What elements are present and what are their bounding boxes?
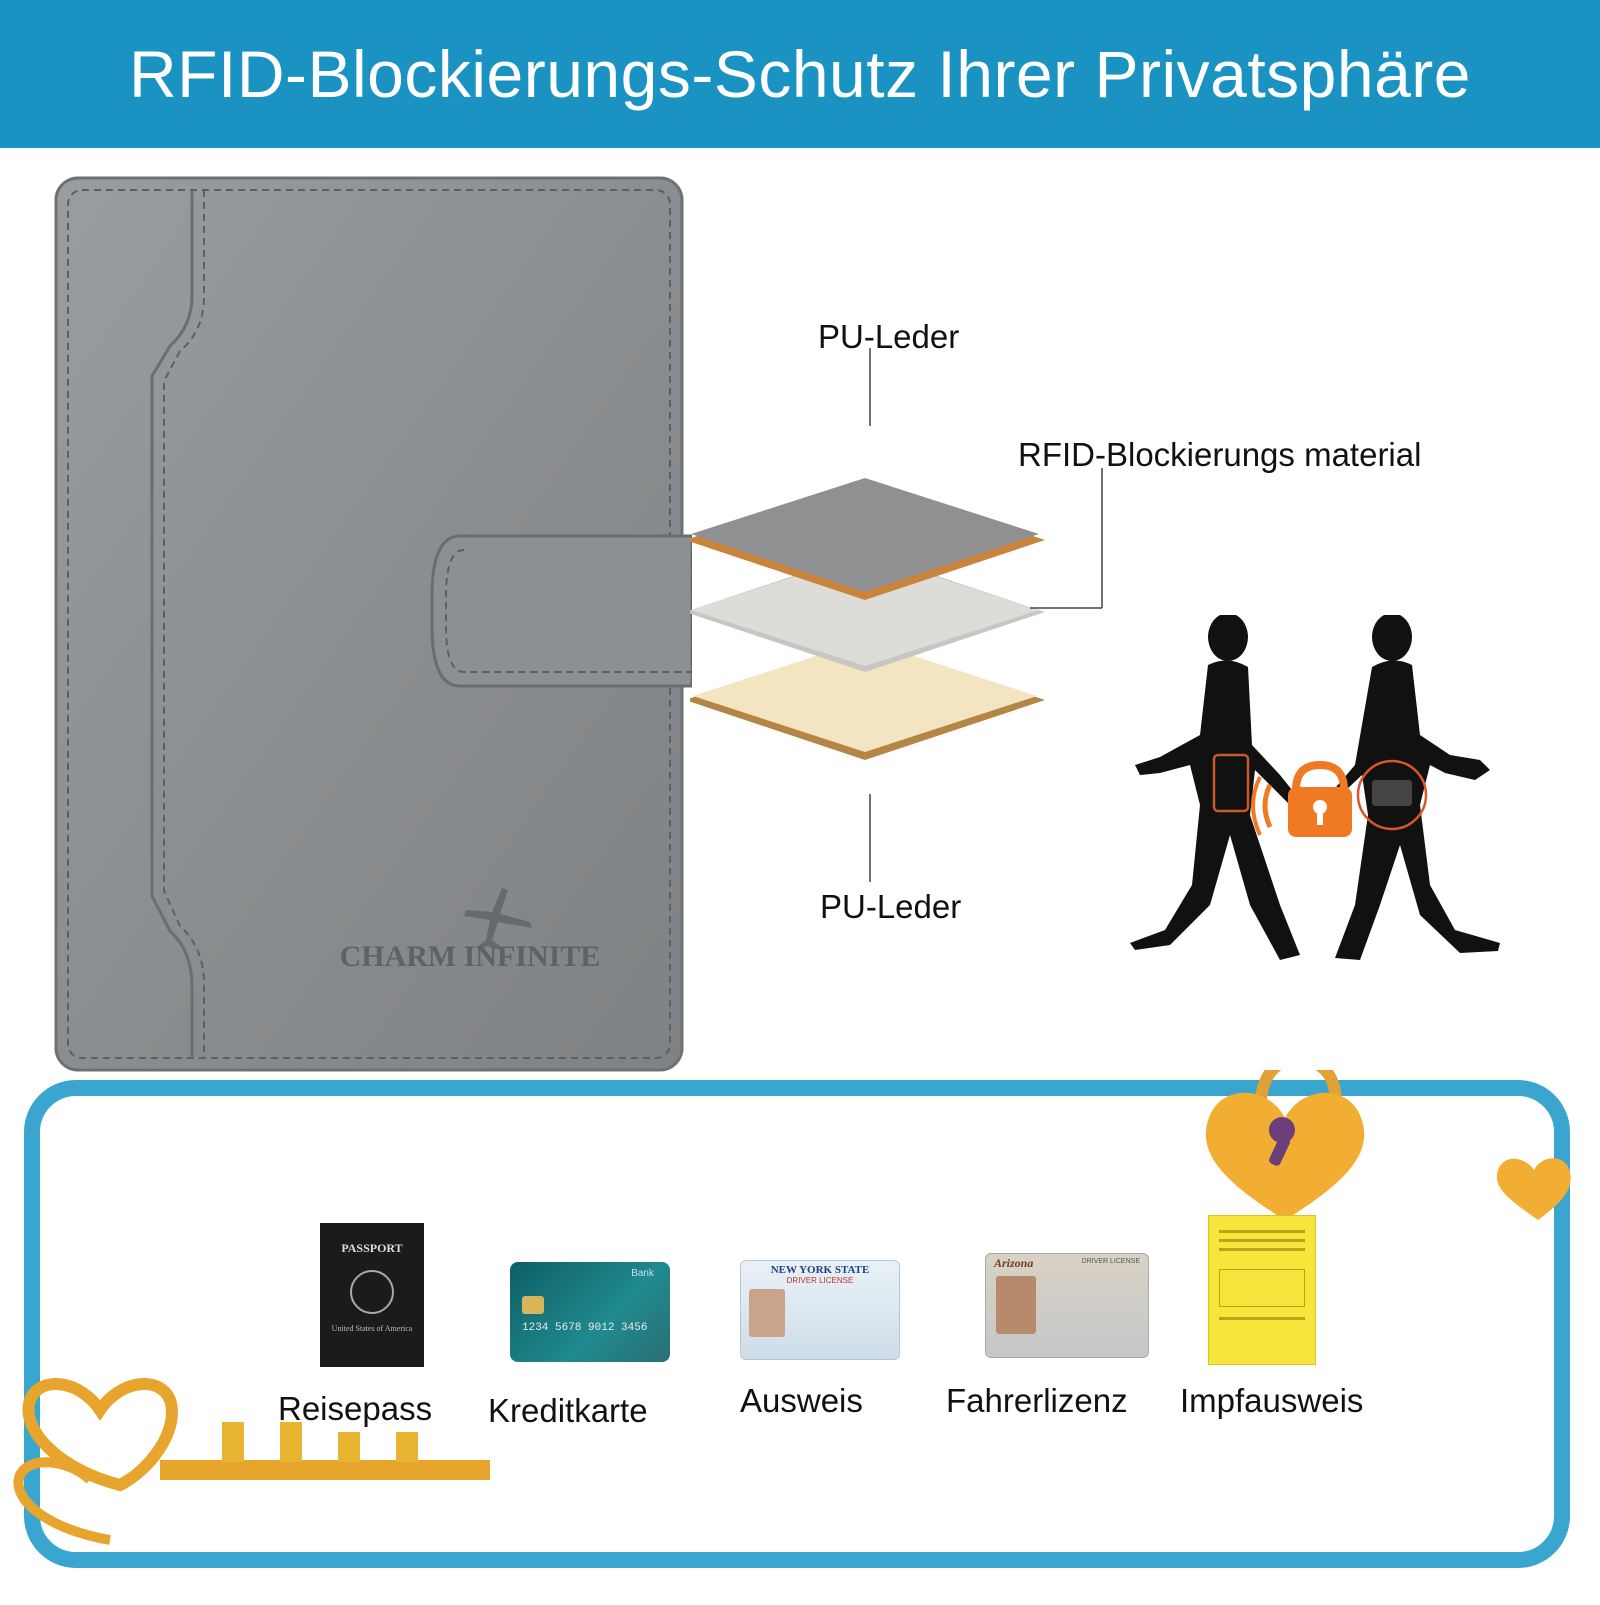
seal-icon xyxy=(350,1270,394,1314)
layer-label-bottom: PU-Leder xyxy=(820,888,962,925)
credit-card-number: 1234 5678 9012 3456 xyxy=(522,1322,648,1334)
license-photo xyxy=(996,1276,1036,1334)
walking-person-icon xyxy=(1325,613,1500,960)
rfid-theft-illustration xyxy=(1130,613,1510,990)
id-card-image: NEW YORK STATE DRIVER LICENSE xyxy=(740,1260,900,1360)
document-label-reisepass: Reisepass xyxy=(278,1390,433,1427)
document-label-impfausweis: Impfausweis xyxy=(1180,1382,1364,1419)
layer-label-top: PU-Leder xyxy=(818,318,960,355)
id-card-state-text: NEW YORK STATE xyxy=(770,1264,870,1276)
heart-icon xyxy=(1496,1158,1571,1220)
driver-license-type-text: DRIVER LICENSE xyxy=(1081,1258,1140,1265)
credit-card-bank-text: Bank xyxy=(631,1268,654,1279)
card-reader-icon xyxy=(1212,753,1250,813)
vaccination-card-image xyxy=(1208,1215,1316,1365)
passport-image: PASSPORT United States of America xyxy=(320,1223,424,1367)
driver-license-image: Arizona DRIVER LICENSE xyxy=(985,1253,1149,1358)
layer-label-middle: RFID-Blockierungs material xyxy=(1018,436,1422,473)
passport-wallet-image: CHARM INFINITE xyxy=(52,176,694,1076)
id-photo xyxy=(749,1289,785,1337)
documents-panel: PASSPORT United States of America Reisep… xyxy=(0,1053,1600,1600)
airplane-icon xyxy=(464,888,532,950)
pu-leather-bottom-layer xyxy=(693,640,1037,752)
passport-image-subtext: United States of America xyxy=(331,1324,413,1333)
credit-card-image: Bank 1234 5678 9012 3456 xyxy=(510,1262,670,1362)
key-icon xyxy=(13,1378,490,1545)
chip-icon xyxy=(522,1296,544,1314)
rfid-blocking-layer xyxy=(691,554,1039,666)
pu-leather-top-layer xyxy=(691,478,1039,592)
document-label-ausweis: Ausweis xyxy=(740,1382,863,1419)
driver-license-state-text: Arizona xyxy=(994,1256,1034,1270)
id-card-type-text: DRIVER LICENSE xyxy=(786,1276,854,1285)
header-banner: RFID-Blockierungs-Schutz Ihrer Privatsph… xyxy=(0,0,1600,148)
wallet-brand: CHARM INFINITE xyxy=(340,940,601,973)
lock-icon xyxy=(1251,760,1352,837)
passport-image-text: PASSPORT xyxy=(341,1241,403,1255)
layer-diagram xyxy=(690,348,1103,882)
document-label-kreditkarte: Kreditkarte xyxy=(488,1392,648,1429)
page-title: RFID-Blockierungs-Schutz Ihrer Privatsph… xyxy=(129,37,1471,111)
document-label-fahrerlizenz: Fahrerlizenz xyxy=(946,1382,1128,1419)
